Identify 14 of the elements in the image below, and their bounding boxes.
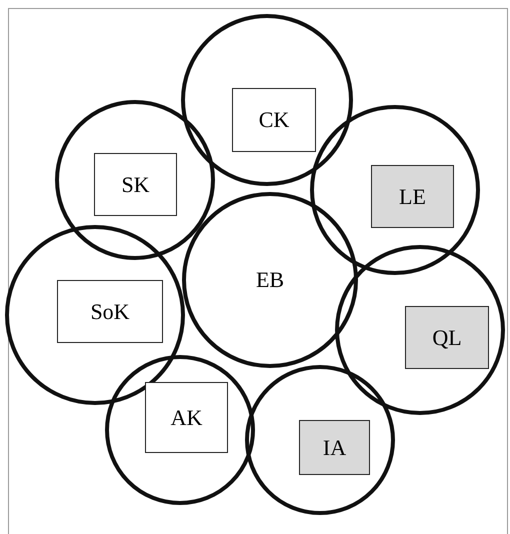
text-box: IA bbox=[299, 420, 370, 475]
circle bbox=[310, 105, 480, 275]
text-box: CK bbox=[232, 88, 316, 152]
circle bbox=[245, 365, 395, 515]
circle bbox=[105, 355, 255, 505]
circle bbox=[55, 100, 215, 260]
text-box: SoK bbox=[57, 280, 163, 343]
circle: EB bbox=[182, 192, 358, 368]
circle bbox=[181, 14, 353, 186]
text-box: QL bbox=[405, 306, 489, 369]
text-box: LE bbox=[371, 165, 454, 228]
text-box: SK bbox=[94, 153, 177, 216]
circle bbox=[335, 245, 505, 415]
text-box: AK bbox=[145, 382, 228, 453]
